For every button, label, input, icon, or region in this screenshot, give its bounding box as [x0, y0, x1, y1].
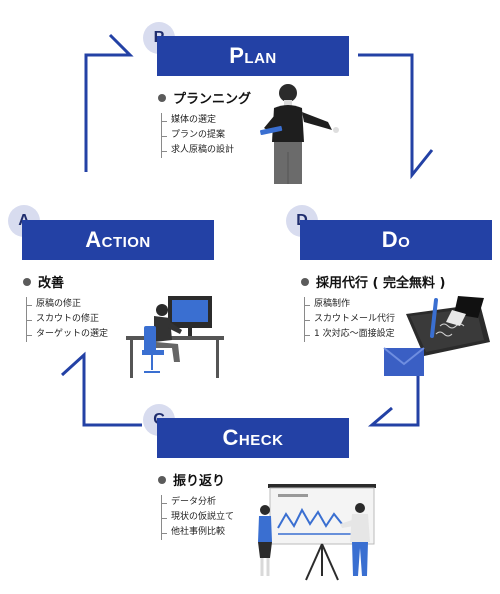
- action-sub-item: スカウトの修正: [26, 312, 108, 327]
- check-heading: 振り返り: [158, 470, 234, 489]
- plan-sub-list: 媒体の選定 プランの提案 求人原稿の設計: [161, 113, 251, 158]
- do-sub-item: 原稿制作: [304, 297, 445, 312]
- writing-hand-illustration: [383, 296, 490, 376]
- action-sub-item: 原稿の修正: [26, 297, 108, 312]
- action-sub-list: 原稿の修正 スカウトの修正 ターゲットの選定: [26, 297, 108, 342]
- bullet-dot-icon: [23, 277, 31, 286]
- check-heading-text: 振り返り: [173, 474, 226, 489]
- action-block: 改善 原稿の修正 スカウトの修正 ターゲットの選定: [23, 272, 108, 342]
- action-phase-bar: Action: [22, 220, 214, 260]
- plan-phase-bar: Plan: [157, 36, 349, 76]
- arrow-plan-to-do: [358, 53, 434, 180]
- do-sub-item: スカウトメール代行: [304, 312, 445, 327]
- do-heading: 採用代行 ( 完全無料 ): [301, 272, 445, 291]
- action-heading-text: 改善: [38, 276, 65, 291]
- plan-sub-item: プランの提案: [161, 128, 251, 143]
- check-sub-item: 他社事例比較: [161, 525, 234, 540]
- presenter-illustration: [260, 84, 339, 184]
- plan-block: プランニング 媒体の選定 プランの提案 求人原稿の設計: [158, 88, 251, 158]
- check-sub-item: 現状の仮説立て: [161, 510, 234, 525]
- check-sub-list: データ分析 現状の仮説立て 他社事例比較: [161, 495, 234, 540]
- plan-heading-text: プランニング: [173, 92, 252, 107]
- whiteboard-illustration: [258, 484, 376, 581]
- arrow-check-to-action: [60, 351, 142, 427]
- do-phase-bar: Do: [300, 220, 492, 260]
- plan-sub-item: 求人原稿の設計: [161, 143, 251, 158]
- computer-desk-illustration: [126, 296, 224, 378]
- bullet-dot-icon: [301, 277, 309, 286]
- do-heading-text: 採用代行 ( 完全無料 ): [316, 276, 446, 291]
- arrow-do-to-check: [367, 355, 420, 427]
- do-sub-item: 1 次対応〜面接設定: [304, 327, 445, 342]
- do-block: 採用代行 ( 完全無料 ) 原稿制作 スカウトメール代行 1 次対応〜面接設定: [301, 272, 445, 342]
- plan-heading: プランニング: [158, 88, 251, 107]
- action-sub-item: ターゲットの選定: [26, 327, 108, 342]
- check-block: 振り返り データ分析 現状の仮説立て 他社事例比較: [158, 470, 234, 540]
- do-sub-list: 原稿制作 スカウトメール代行 1 次対応〜面接設定: [304, 297, 445, 342]
- bullet-dot-icon: [158, 475, 166, 484]
- action-heading: 改善: [23, 272, 108, 291]
- arrow-action-to-plan: [84, 33, 134, 172]
- check-sub-item: データ分析: [161, 495, 234, 510]
- plan-sub-item: 媒体の選定: [161, 113, 251, 128]
- bullet-dot-icon: [158, 93, 166, 102]
- check-phase-bar: Check: [157, 418, 349, 458]
